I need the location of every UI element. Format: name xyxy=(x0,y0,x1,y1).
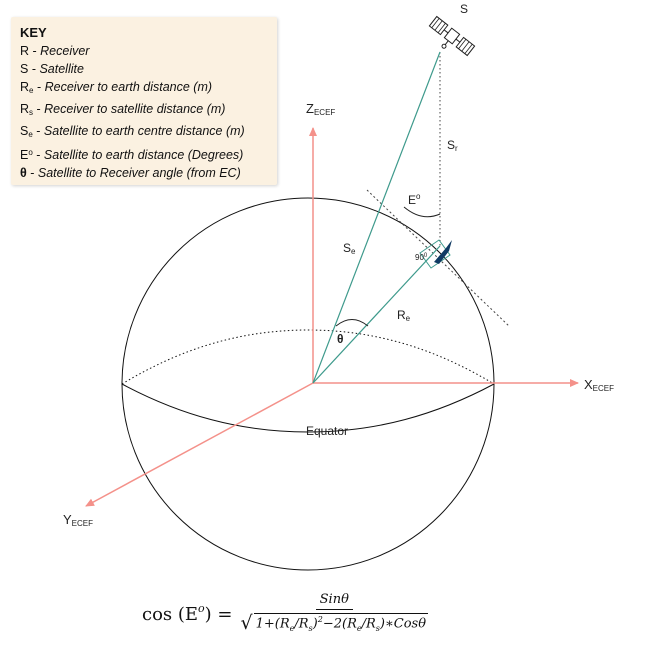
right-angle-marker xyxy=(419,239,451,269)
key-symbol-sub: e xyxy=(29,86,34,95)
elevation-formula: cos (Eo) = Sinθ √ 1+(Re/Rs)2−2(Re/Rs)∗Co… xyxy=(142,592,429,634)
sr-letter: S xyxy=(447,138,456,152)
formula-denominator-part: e xyxy=(289,623,295,633)
eo-letter: E xyxy=(408,193,417,207)
re-letter: R xyxy=(397,308,406,322)
key-separator: - xyxy=(32,148,44,162)
key-symbol: R xyxy=(20,80,30,94)
key-symbol: R xyxy=(20,102,30,116)
formula-denominator-part: −2(R xyxy=(322,616,357,632)
formula-denominator-part: s xyxy=(308,623,313,633)
receiver-icon xyxy=(434,240,452,264)
formula-lhs-text: cos (E xyxy=(142,603,199,625)
y-axis-label: YECEF xyxy=(63,512,93,528)
formula-denominator-part: /R xyxy=(361,616,376,632)
key-description: Satellite to earth centre distance (m) xyxy=(43,124,245,138)
formula-denominator-part: 1+(R xyxy=(255,616,290,632)
formula-lhs: cos (Eo) = xyxy=(142,602,233,625)
equator-front xyxy=(121,383,495,433)
formula-denominator-part: 2 xyxy=(317,615,323,625)
sr-label: Sr xyxy=(447,138,458,153)
y-axis-sub: ECEF xyxy=(71,519,94,528)
right-angle-sup: 0 xyxy=(423,253,428,259)
key-description: Satellite xyxy=(39,62,84,76)
elevation-label: Eo xyxy=(408,192,420,207)
key-description: Receiver to earth distance (m) xyxy=(44,80,213,94)
key-symbol: R xyxy=(20,44,30,58)
se-letter: S xyxy=(343,241,352,255)
key-description: Satellite to earth distance (Degrees) xyxy=(43,148,244,162)
key-symbol: E xyxy=(20,148,29,162)
equator-label: Equator xyxy=(306,424,349,438)
theta-label: θ xyxy=(337,332,344,346)
formula-denominator-part: s xyxy=(375,623,380,633)
y-axis-letter: Y xyxy=(63,512,72,527)
key-separator: - xyxy=(33,102,45,116)
y-axis xyxy=(85,382,314,507)
key-separator: - xyxy=(29,44,41,58)
key-separator: - xyxy=(32,124,44,138)
z-axis-letter: Z xyxy=(306,101,314,116)
eo-sup: o xyxy=(416,192,421,201)
re-line xyxy=(312,245,441,384)
re-sub: e xyxy=(405,314,411,323)
key-symbol-sub: e xyxy=(28,130,33,139)
formula-denominator-part: ) xyxy=(312,616,318,632)
satellite-label: S xyxy=(460,2,469,16)
key-row: Eo - Satellite to earth distance (Degree… xyxy=(20,144,268,164)
key-row: θ - Satellite to Receiver angle (from EC… xyxy=(20,164,268,182)
x-axis-sub: ECEF xyxy=(592,384,615,393)
z-axis-label: ZECEF xyxy=(306,101,335,117)
re-label: Re xyxy=(397,308,410,323)
key-symbol: θ xyxy=(20,166,27,180)
satellite-icon xyxy=(428,15,476,57)
equator-back xyxy=(121,329,495,385)
sr-sub: r xyxy=(455,144,458,153)
right-angle-label: 900 xyxy=(415,253,427,262)
se-line xyxy=(312,51,441,384)
formula-lhs-sup: o xyxy=(198,601,205,615)
key-symbol-sup: o xyxy=(28,148,33,157)
key-symbol-sub: s xyxy=(29,108,34,117)
elevation-arc xyxy=(403,206,441,218)
key-separator: - xyxy=(26,166,38,180)
x-axis-label: XECEF xyxy=(584,377,614,393)
key-separator: - xyxy=(28,62,40,76)
key-row: R - Receiver xyxy=(20,42,268,60)
key-symbol: S xyxy=(20,62,29,76)
se-label: Se xyxy=(343,241,355,256)
se-sub: e xyxy=(351,247,356,256)
z-axis-sub: ECEF xyxy=(313,108,336,117)
right-angle-value: 90 xyxy=(415,253,424,262)
formula-sqrt-body: 1+(Re/Rs)2−2(Re/Rs)∗Cosθ xyxy=(253,613,429,633)
key-description: Receiver xyxy=(40,44,90,58)
key-description: Receiver to satellite distance (m) xyxy=(44,102,226,116)
key-symbol: S xyxy=(20,124,29,138)
sqrt-icon: √ xyxy=(240,612,253,634)
formula-numerator: Sinθ xyxy=(315,592,353,610)
earth-sphere xyxy=(121,197,495,571)
formula-denominator-part: e xyxy=(356,623,362,633)
formula-fraction: Sinθ √ 1+(Re/Rs)2−2(Re/Rs)∗Cosθ xyxy=(241,592,429,634)
formula-lhs-close: ) = xyxy=(204,603,233,625)
key-separator: - xyxy=(33,80,45,94)
formula-denominator-part: /R xyxy=(294,616,309,632)
key-description: Satellite to Receiver angle (from EC) xyxy=(37,166,241,180)
key-row: Se - Satellite to earth centre distance … xyxy=(20,122,268,144)
x-axis-letter: X xyxy=(584,377,593,392)
formula-denominator: √ 1+(Re/Rs)2−2(Re/Rs)∗Cosθ xyxy=(241,610,429,634)
key-row: Re - Receiver to earth distance (m) xyxy=(20,78,268,100)
theta-arc xyxy=(335,319,369,327)
key-row: S - Satellite xyxy=(20,60,268,78)
key-title: KEY xyxy=(20,25,47,40)
formula-denominator-part: )∗Cosθ xyxy=(379,616,427,632)
key-row: Rs - Receiver to satellite distance (m) xyxy=(20,100,268,122)
